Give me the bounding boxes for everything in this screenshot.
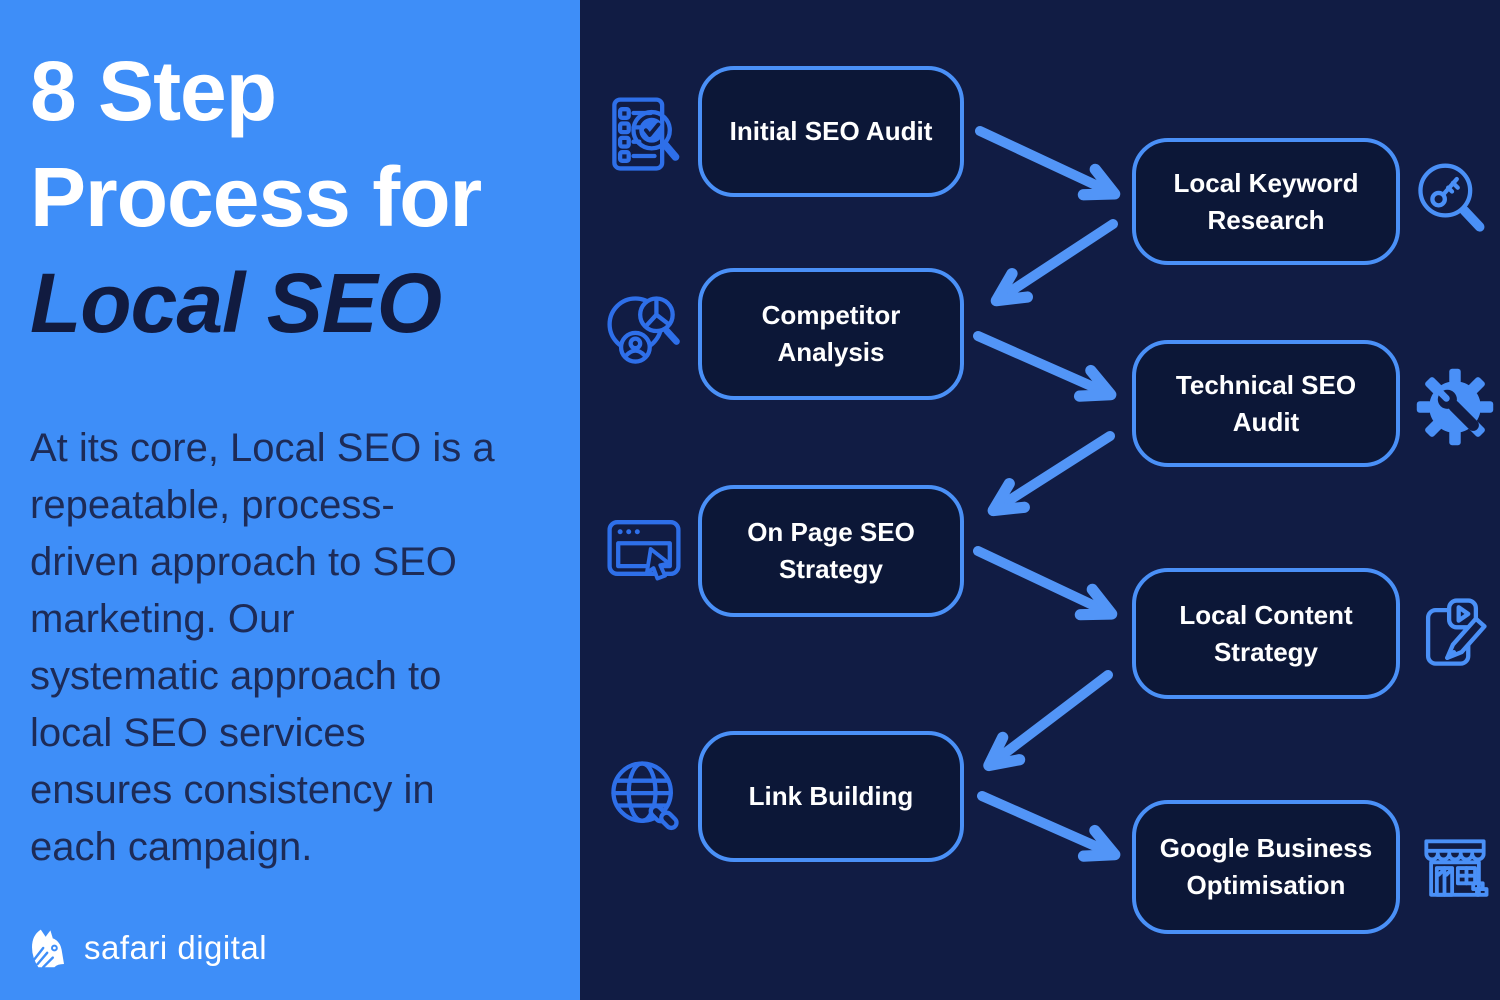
step-label-google-business-optimisation: Google Business Optimisation — [1159, 833, 1373, 900]
arrow-step2-to-step3 — [990, 219, 1118, 307]
intro-panel: 8 Step Process for Local SEO At its core… — [0, 0, 580, 1000]
step-box-local-content-strategy: Local Content Strategy — [1132, 568, 1400, 699]
step-box-on-page-seo-strategy: On Page SEO Strategy — [698, 485, 964, 617]
globe-link-icon — [602, 752, 688, 838]
step-label-on-page-seo-strategy: On Page SEO Strategy — [747, 517, 915, 584]
step-box-technical-seo-audit: Technical SEO Audit — [1132, 340, 1400, 467]
title-line-2: Process for — [30, 150, 482, 244]
step-label-technical-seo-audit: Technical SEO Audit — [1175, 369, 1357, 437]
checklist-audit-icon — [601, 92, 687, 178]
browser-cursor-icon — [601, 505, 687, 591]
step-box-google-business-optimisation: Google Business Optimisation — [1132, 800, 1400, 934]
arrow-step6-to-step7 — [983, 670, 1113, 772]
step-box-local-keyword-research: Local Keyword Research — [1132, 138, 1400, 265]
brand-logo-text: safari digital — [84, 929, 268, 966]
title-line-3: Local SEO — [30, 256, 442, 350]
competitor-analysis-icon — [601, 288, 687, 374]
flow-arrows — [973, 126, 1121, 862]
storefront-icon — [1412, 826, 1498, 912]
arrow-step1-to-step2 — [975, 126, 1121, 201]
intro-description: At its core, Local SEO is a repeatable, … — [30, 426, 495, 869]
step-box-competitor-analysis: Competitor Analysis — [698, 268, 964, 400]
page-title: 8 Step Process for Local SEO — [30, 38, 482, 356]
content-pencil-icon — [1409, 591, 1495, 677]
step-label-initial-seo-audit: Initial SEO Audit — [729, 116, 933, 146]
arrow-step7-to-step8 — [977, 791, 1121, 862]
arrow-step3-to-step4 — [973, 331, 1117, 402]
step-box-link-building: Link Building — [698, 731, 964, 862]
step-label-link-building: Link Building — [748, 781, 914, 811]
gear-wrench-icon — [1412, 364, 1498, 450]
brand-logo: safari digital — [24, 924, 267, 972]
keyword-magnifier-icon — [1409, 159, 1495, 245]
step-label-competitor-analysis: Competitor Analysis — [761, 300, 901, 367]
step-box-initial-seo-audit: Initial SEO Audit — [698, 66, 964, 197]
step-label-local-keyword-research: Local Keyword Research — [1173, 167, 1359, 235]
arrow-step4-to-step5 — [987, 431, 1115, 517]
zebra-logo-icon — [24, 924, 72, 972]
title-line-1: 8 Step — [30, 44, 277, 138]
arrow-step5-to-step6 — [973, 546, 1118, 621]
flowchart-panel: Initial SEO Audit Local Keyword Research… — [580, 0, 1500, 1000]
step-label-local-content-strategy: Local Content Strategy — [1179, 599, 1353, 667]
